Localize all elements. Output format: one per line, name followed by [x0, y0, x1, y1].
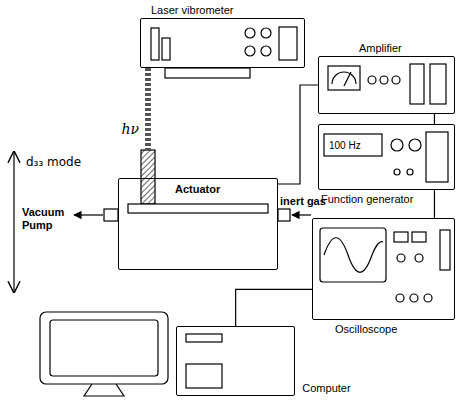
instrument-box: Oscilloscope [312, 218, 455, 320]
laser-beam [145, 68, 151, 150]
instrument-name: Computer [302, 382, 350, 395]
vibrometer-panel [151, 27, 297, 78]
instrument-name: Function generator [321, 193, 413, 206]
amplifier-panel [328, 64, 446, 104]
display-reading: 100 Hz [329, 139, 361, 152]
computer-monitor [40, 312, 222, 396]
actuator-chamber: Actuator [118, 178, 278, 270]
oscilloscope-panel [320, 228, 450, 302]
instrument-box: Amplifier [318, 56, 455, 114]
actuator-chamber-parts [74, 150, 311, 221]
signal-wire [236, 289, 312, 326]
mode-label: d₃₃ mode [26, 156, 81, 169]
function-generator-panel [324, 132, 448, 182]
computer-tower: Computer [176, 326, 295, 396]
part-name: Actuator [175, 183, 220, 196]
signal-wire [434, 190, 435, 218]
instrument-name: Laser vibrometer [151, 4, 234, 17]
d33-double-arrow [14, 152, 15, 292]
instrument-box: Laser vibrometer [140, 18, 305, 68]
port-label: inert gas [280, 195, 326, 208]
instrument-name: Amplifier [359, 42, 402, 55]
signal-wire [434, 114, 435, 124]
signal-wire [278, 85, 318, 184]
port-label: Vacuum Pump [22, 206, 68, 232]
instrument-box: 100 HzFunction generator [318, 124, 455, 190]
instrument-name: Oscilloscope [335, 323, 397, 336]
beam-label: hν [120, 121, 140, 137]
